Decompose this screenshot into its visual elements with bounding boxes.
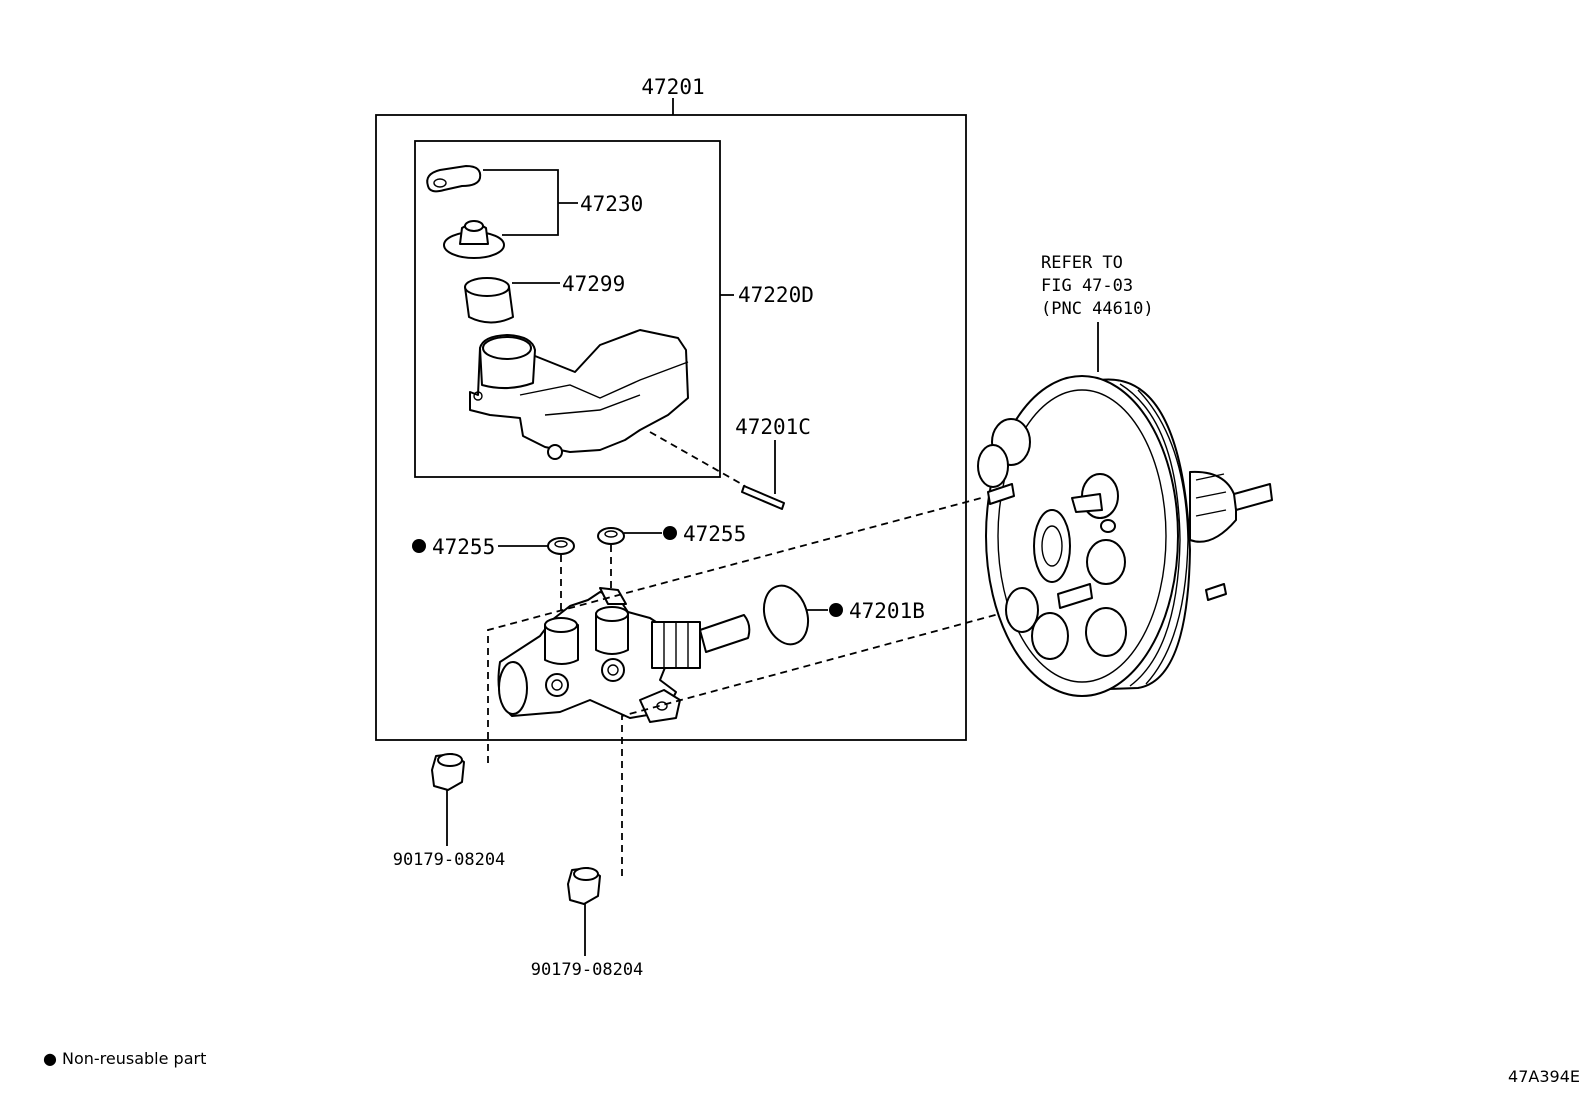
callout-47255-right: 47255 <box>683 522 746 546</box>
assembly-frame-47201 <box>375 114 967 741</box>
callout-47255-left: 47255 <box>432 535 495 559</box>
pin-dash-line <box>649 431 746 487</box>
nut-lower-icon <box>567 867 601 905</box>
stud-dash-upper <box>487 496 986 763</box>
strainer-icon <box>464 277 514 324</box>
callout-nut-upper: 90179-08204 <box>393 850 506 870</box>
callout-47230: 47230 <box>580 192 643 216</box>
assembly-label: 47201 <box>641 75 704 99</box>
non-reusable-dot-right <box>663 526 677 540</box>
stud-dash-lower <box>621 597 1059 876</box>
reservoir-cap-icon <box>443 220 505 259</box>
master-cylinder-icon <box>497 587 751 723</box>
callout-47201B: 47201B <box>849 599 925 623</box>
callout-bracket-47230 <box>483 169 559 236</box>
legend-symbol: ● <box>43 1049 57 1068</box>
pin-icon <box>741 485 785 510</box>
grommet-right-icon <box>597 527 625 545</box>
brake-booster-icon <box>977 375 1273 697</box>
non-reusable-dot-oring <box>829 603 843 617</box>
booster-ref-line1: REFER TO <box>1041 253 1123 273</box>
reservoir-gasket-icon <box>426 165 482 193</box>
grommet-left-icon <box>547 537 575 555</box>
callout-nut-lower: 90179-08204 <box>531 960 644 980</box>
booster-ref-line3: (PNC 44610) <box>1041 299 1154 319</box>
callout-47220D: 47220D <box>738 283 814 307</box>
nut-upper-icon <box>431 753 465 791</box>
legend-text: Non-reusable part <box>62 1049 206 1068</box>
subassembly-frame-47220D <box>414 140 721 478</box>
non-reusable-dot-left <box>412 539 426 553</box>
booster-ref-line2: FIG 47-03 <box>1041 276 1133 296</box>
figure-code: 47A394E <box>1508 1067 1580 1086</box>
o-ring-icon <box>762 584 810 646</box>
callout-47299: 47299 <box>562 272 625 296</box>
brake-reservoir-icon <box>469 329 689 460</box>
callout-47201C: 47201C <box>735 415 811 439</box>
